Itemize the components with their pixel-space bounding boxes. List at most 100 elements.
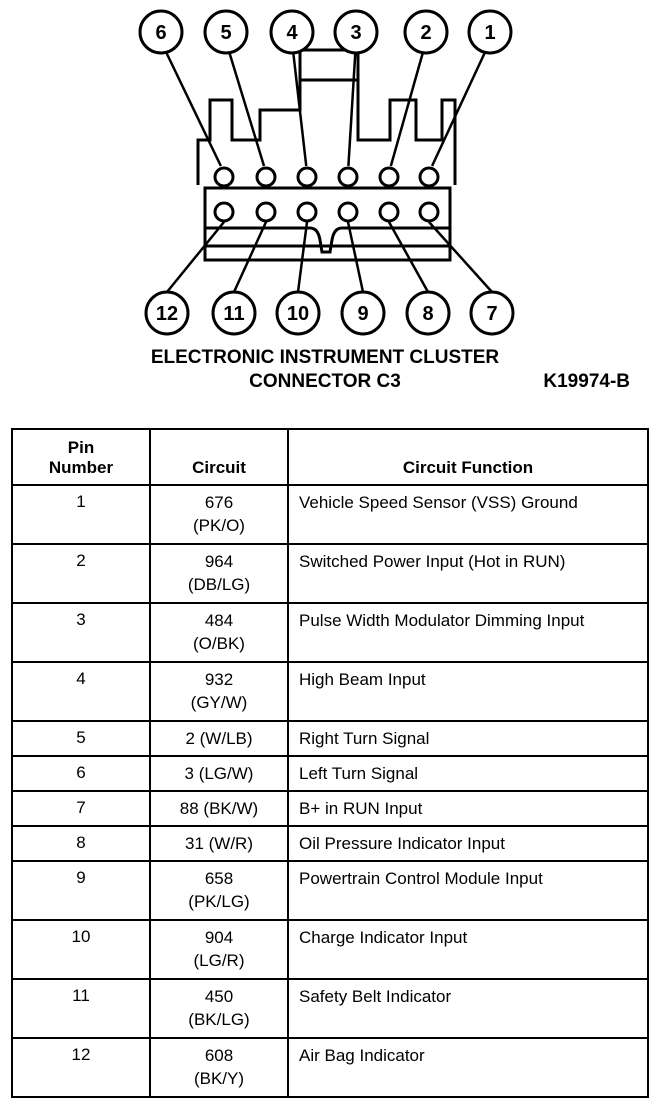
pin-callout-12: 12 bbox=[144, 290, 190, 336]
pin-number-cell: 9 bbox=[11, 860, 151, 921]
pin-callout-label: 6 bbox=[155, 22, 166, 44]
circuit-cell: 88 (BK/W) bbox=[149, 790, 289, 827]
pin-hole-7 bbox=[418, 201, 440, 223]
circuit-wire-color: (BK/LG) bbox=[188, 1010, 250, 1029]
pin-number-cell: 1 bbox=[11, 484, 151, 545]
leader-line-11 bbox=[232, 221, 268, 293]
pin-number-cell: 11 bbox=[11, 978, 151, 1039]
pin-callout-11: 11 bbox=[211, 290, 257, 336]
pin-callout-7: 7 bbox=[469, 290, 515, 336]
table-row: 11 450 (BK/LG) Safety Belt Indicator bbox=[11, 978, 649, 1039]
circuit-number: 450 bbox=[204, 987, 234, 1006]
circuit-function-cell: Charge Indicator Input bbox=[287, 919, 649, 980]
table-row: 4 932 (GY/W) High Beam Input bbox=[11, 661, 649, 722]
caption-line2: CONNECTOR C3 bbox=[249, 371, 401, 392]
pin-callout-9: 9 bbox=[340, 290, 386, 336]
leader-line-7 bbox=[428, 221, 493, 293]
circuit-cell: 658(PK/LG) bbox=[149, 860, 289, 921]
pin-number-cell: 10 bbox=[11, 919, 151, 980]
circuit-number: 904 bbox=[204, 928, 234, 947]
pin-hole-1 bbox=[418, 166, 440, 188]
circuit-number: 658 bbox=[204, 869, 234, 888]
caption-line1: ELECTRONIC INSTRUMENT CLUSTER bbox=[151, 347, 500, 368]
pin-callout-label: 7 bbox=[486, 303, 497, 325]
pin-callout-5: 5 bbox=[203, 9, 249, 55]
circuit-cell: 676 (PK/O) bbox=[149, 484, 289, 545]
circuit-function-cell: High Beam Input bbox=[287, 661, 649, 722]
pin-hole-3 bbox=[337, 166, 359, 188]
pin-hole-12 bbox=[213, 201, 235, 223]
pin-callout-label: 11 bbox=[223, 303, 244, 325]
pin-callout-label: 2 bbox=[420, 22, 431, 44]
table-row: 5 2 (W/LB) Right Turn Signal bbox=[11, 720, 649, 757]
leader-line-2 bbox=[389, 51, 425, 167]
pin-hole-8 bbox=[378, 201, 400, 223]
table-header-row: Pin Number Circuit Circuit Function bbox=[11, 428, 649, 486]
pin-callout-label: 10 bbox=[287, 303, 309, 325]
circuit-wire-color: (GY/W) bbox=[190, 693, 248, 712]
circuit-number: 932 bbox=[204, 670, 234, 689]
header-circuit: Circuit bbox=[149, 428, 289, 486]
circuit-number: 608 bbox=[204, 1046, 234, 1065]
pin-callout-10: 10 bbox=[275, 290, 321, 336]
pin-hole-11 bbox=[255, 201, 277, 223]
pin-callout-label: 3 bbox=[350, 22, 361, 44]
pin-number-cell: 2 bbox=[11, 543, 151, 604]
pin-number-cell: 3 bbox=[11, 602, 151, 663]
circuit-cell: 964(DB/LG) bbox=[149, 543, 289, 604]
header-pin-number: Pin Number bbox=[11, 428, 151, 486]
circuit-number: 676 bbox=[204, 493, 234, 512]
pin-callout-2: 2 bbox=[403, 9, 449, 55]
pin-callout-6: 6 bbox=[138, 9, 184, 55]
circuit-number: 31 (W/R) bbox=[185, 834, 253, 853]
circuit-number: 2 (W/LB) bbox=[185, 729, 253, 748]
circuit-function-cell: Oil Pressure Indicator Input bbox=[287, 825, 649, 862]
circuit-cell: 3 (LG/W) bbox=[149, 755, 289, 792]
pin-callout-label: 5 bbox=[220, 22, 231, 44]
leader-line-6 bbox=[164, 51, 222, 167]
circuit-cell: 932 (GY/W) bbox=[149, 661, 289, 722]
leader-line-8 bbox=[387, 221, 430, 293]
pin-callout-1: 1 bbox=[467, 9, 513, 55]
pin-hole-9 bbox=[337, 201, 359, 223]
circuit-function-cell: B+ in RUN Input bbox=[287, 790, 649, 827]
circuit-function-cell: Powertrain Control Module Input bbox=[287, 860, 649, 921]
circuit-cell: 450 (BK/LG) bbox=[149, 978, 289, 1039]
circuit-function-cell: Air Bag Indicator bbox=[287, 1037, 649, 1098]
circuit-number: 964 bbox=[204, 552, 234, 571]
circuit-number: 88 (BK/W) bbox=[179, 799, 259, 818]
circuit-function-cell: Pulse Width Modulator Dimming Input bbox=[287, 602, 649, 663]
pin-hole-5 bbox=[255, 166, 277, 188]
circuit-function-cell: Left Turn Signal bbox=[287, 755, 649, 792]
circuit-cell: 2 (W/LB) bbox=[149, 720, 289, 757]
pin-number-cell: 5 bbox=[11, 720, 151, 757]
circuit-cell: 31 (W/R) bbox=[149, 825, 289, 862]
leader-line-4 bbox=[291, 51, 308, 167]
pin-callout-label: 9 bbox=[357, 303, 368, 325]
pin-number-cell: 7 bbox=[11, 790, 151, 827]
pin-number-cell: 12 bbox=[11, 1037, 151, 1098]
circuit-function-cell: Vehicle Speed Sensor (VSS) Ground bbox=[287, 484, 649, 545]
pin-hole-2 bbox=[378, 166, 400, 188]
circuit-wire-color: (O/BK) bbox=[193, 634, 245, 653]
pin-callout-3: 3 bbox=[333, 9, 379, 55]
circuit-function-cell: Safety Belt Indicator bbox=[287, 978, 649, 1039]
circuit-number: 3 (LG/W) bbox=[184, 764, 254, 783]
header-pin-line2: Number bbox=[48, 458, 114, 477]
leader-line-5 bbox=[228, 51, 266, 167]
pin-hole-4 bbox=[296, 166, 318, 188]
circuit-wire-color: (PK/O) bbox=[193, 516, 245, 535]
pin-hole-10 bbox=[296, 201, 318, 223]
leader-line-1 bbox=[430, 51, 487, 167]
table-row: 1 676 (PK/O) Vehicle Speed Sensor (VSS) Gro… bbox=[11, 484, 649, 545]
pin-number-cell: 4 bbox=[11, 661, 151, 722]
circuit-cell: 904(LG/R) bbox=[149, 919, 289, 980]
circuit-function-cell: Right Turn Signal bbox=[287, 720, 649, 757]
leader-line-12 bbox=[166, 221, 225, 293]
